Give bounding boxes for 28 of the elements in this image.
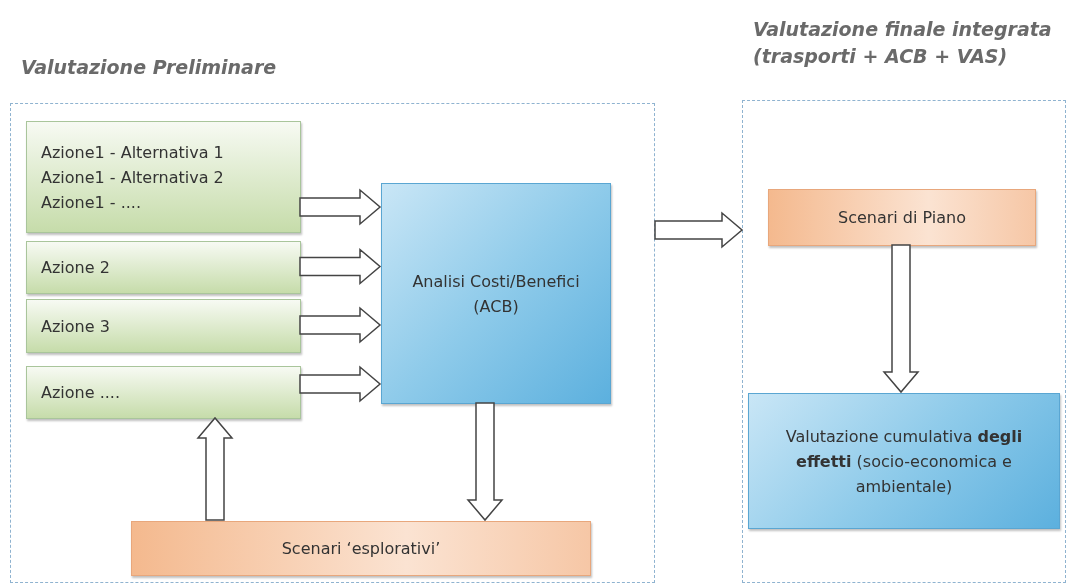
process-box — [768, 189, 1036, 246]
process-box — [131, 521, 591, 576]
box-label: Azione 3 — [41, 315, 110, 338]
block-arrow — [299, 365, 382, 403]
box-label: Azione1 - .... — [41, 191, 142, 214]
block-arrow — [299, 306, 382, 344]
box-label: Valutazione cumulativa degli effetti (socio-economica e ambientale) — [784, 425, 1024, 498]
box-label: Azione 2 — [41, 257, 110, 279]
block-arrow — [196, 416, 234, 521]
block-arrow — [654, 211, 744, 249]
panel-heading: Valutazione Preliminare — [21, 55, 278, 80]
block-arrow — [466, 402, 504, 522]
box-label: Azione1 - Alternativa 1 — [41, 141, 224, 164]
process-box — [381, 183, 611, 404]
box-label: Analisi Costi/Benefici (ACB) — [411, 270, 581, 318]
block-arrow — [299, 188, 382, 226]
process-box — [26, 299, 301, 353]
process-box — [26, 366, 301, 419]
block-arrow — [882, 244, 920, 394]
box-label: Azione .... — [41, 382, 120, 404]
process-box — [748, 393, 1060, 529]
block-arrow — [299, 247, 382, 286]
process-box — [26, 121, 301, 233]
process-box — [26, 241, 301, 294]
box-label: Scenari ‘esplorativi’ — [281, 538, 441, 560]
box-label: Scenari di Piano — [838, 207, 966, 229]
box-label: Azione1 - Alternativa 2 — [41, 166, 224, 189]
panel-heading: Valutazione finale integrata (trasporti + ACB + VAS) — [753, 17, 1053, 69]
